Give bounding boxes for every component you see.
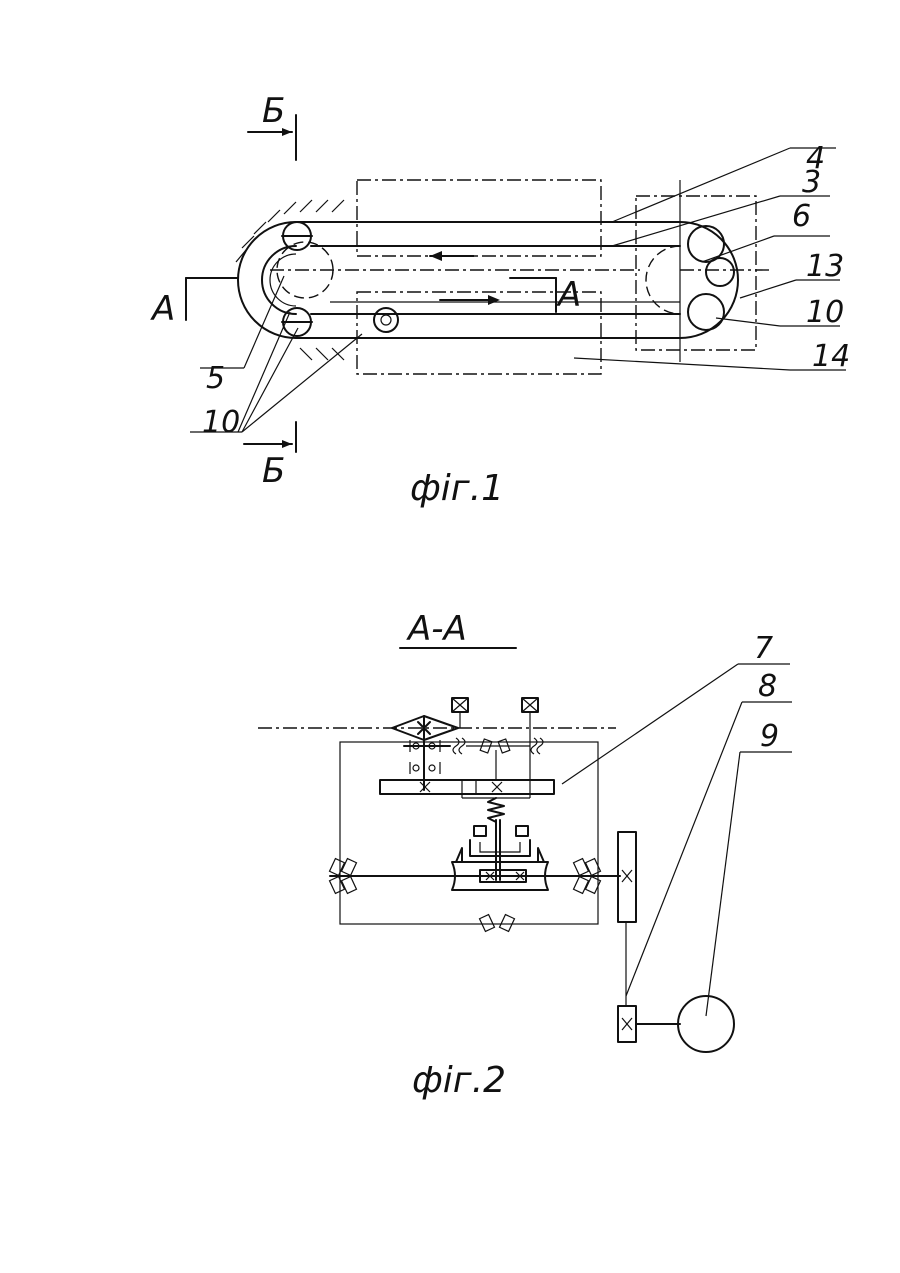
section-mark-b-top: Б [248,91,296,160]
bearing-bottom [480,915,515,932]
section-a-middle-label: A [556,275,581,315]
section-mark-b-bottom: Б [244,422,296,491]
label-8: 8 [758,669,777,704]
section-b-top-label: Б [262,91,285,131]
label-6: 6 [792,199,811,234]
housing-upper [357,180,601,256]
flow-arrow-right [440,295,500,305]
label-9: 9 [760,719,779,754]
section-b-bottom-label: Б [262,451,285,491]
leaders-fig1 [190,148,846,432]
leaders-fig2 [562,664,792,1016]
roller-6-small [706,258,734,286]
figure-1: Б Б A A [150,91,850,509]
label-7: 7 [754,631,773,666]
label-13: 13 [806,249,844,284]
spring [488,798,504,822]
roller-10-lower [374,308,398,332]
roller-10-right [688,294,724,330]
figure-1-caption: фiг.1 [410,468,504,509]
figure-2-caption: фiг.2 [412,1060,506,1101]
label-10-left: 10 [202,405,240,440]
label-14: 14 [812,339,850,374]
section-a-left-label: A [150,289,175,329]
label-5: 5 [206,361,225,396]
section-title-a-a: A-A [406,609,467,649]
section-mark-a-left: A [150,278,238,329]
label-10-right: 10 [806,295,844,330]
gearbox-housing-7 [340,742,598,924]
sprocket-upper [618,832,636,922]
wheel-9 [678,996,734,1052]
section-mark-a-middle: A [510,275,581,315]
flow-arrow-left [430,251,474,261]
gear-bar [380,780,554,794]
figure-2: A-A [258,609,792,1101]
label-3: 3 [802,165,821,200]
